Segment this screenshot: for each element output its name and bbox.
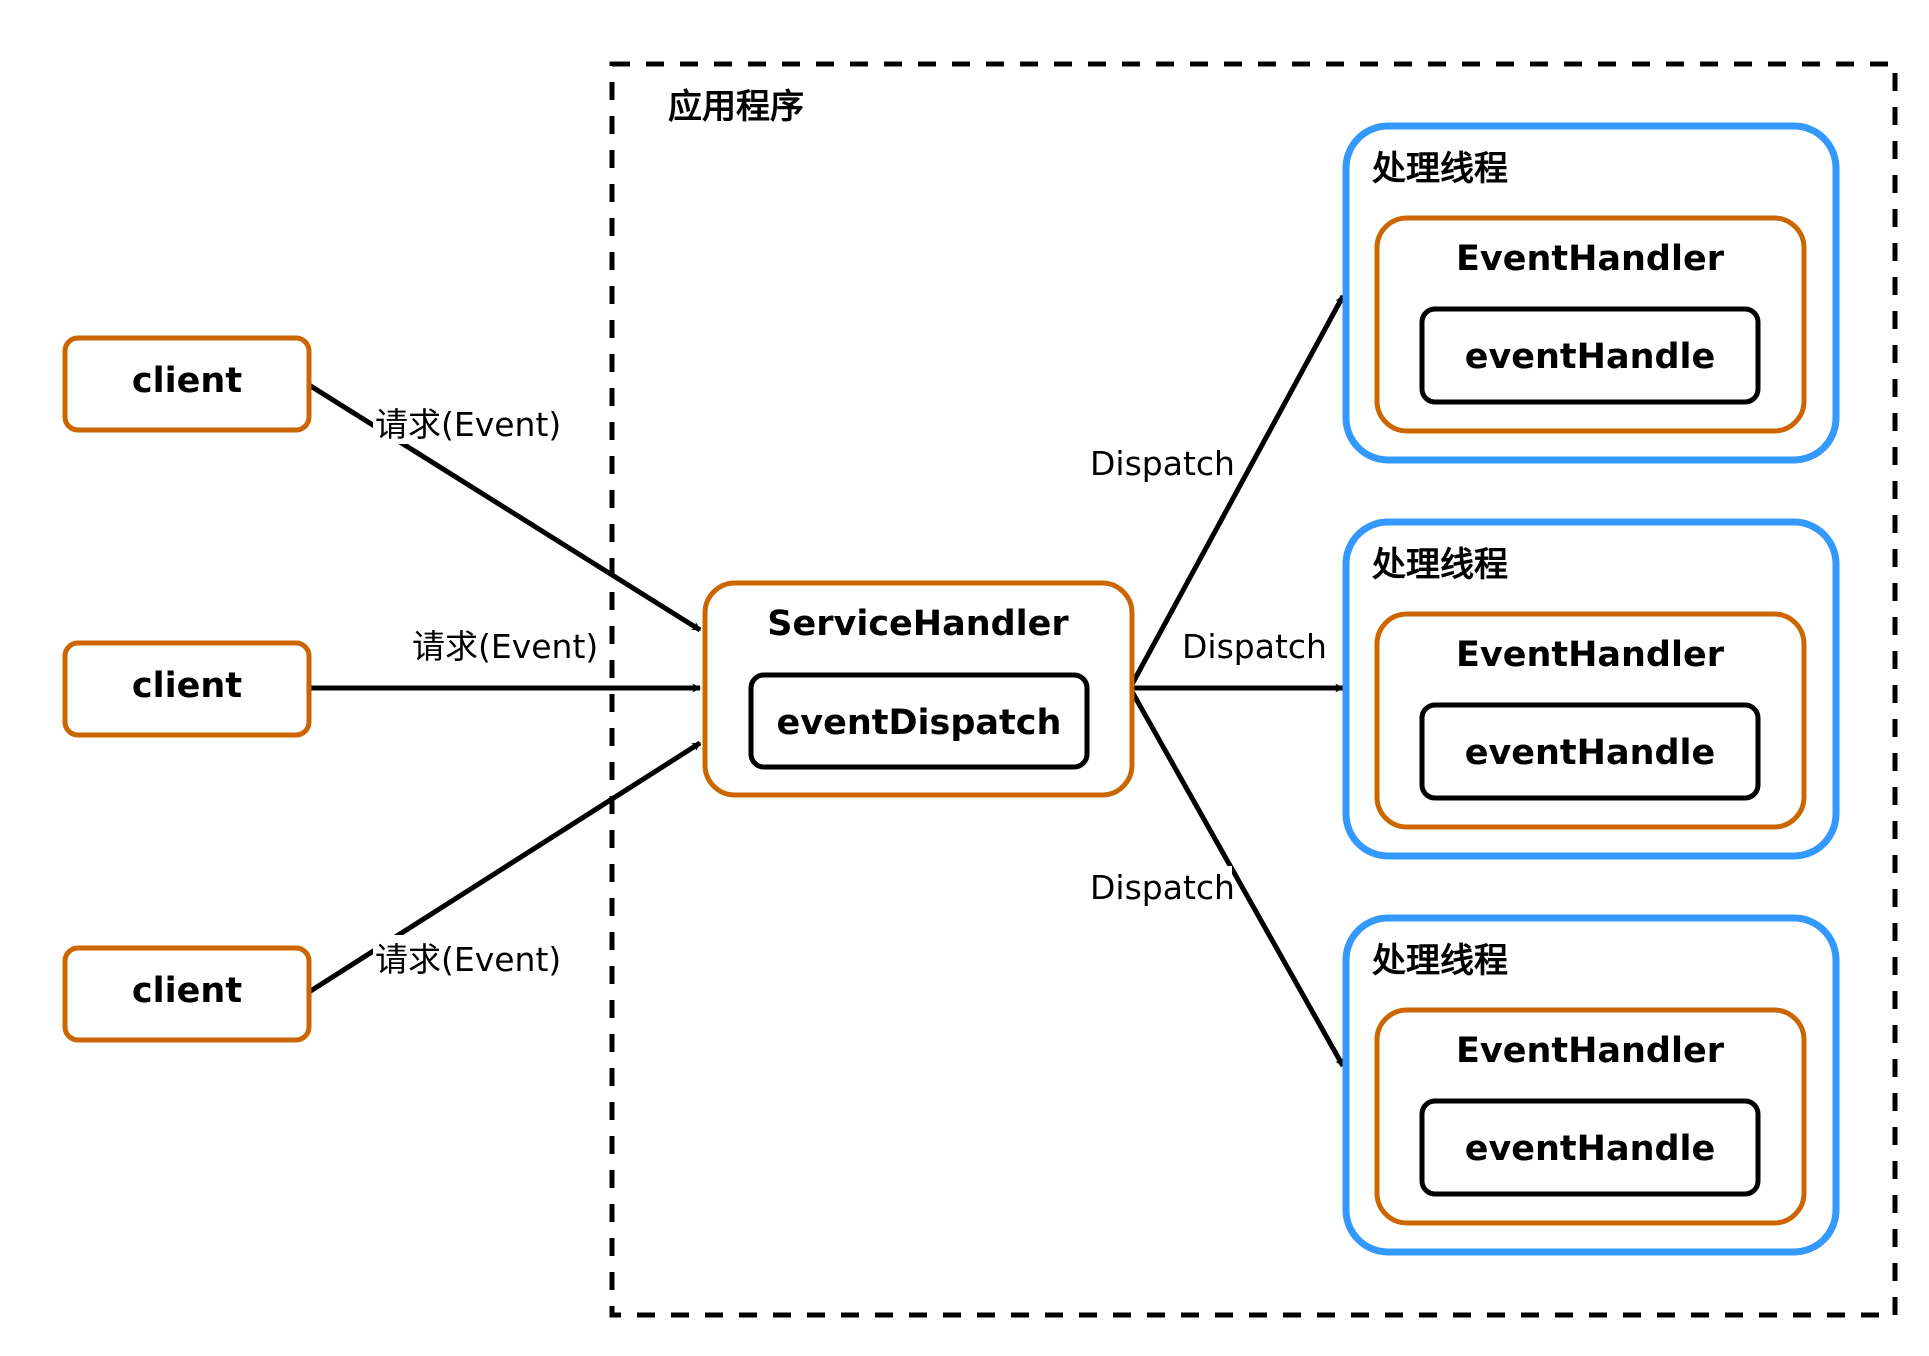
service-handler-node[interactable]: ServiceHandler eventDispatch: [702, 580, 1135, 798]
request-edge-label-bg: [410, 622, 606, 666]
event-handle-box: [1419, 702, 1761, 801]
thread-title: 处理线程: [1371, 545, 1508, 585]
request-edge-label: 请求(Event): [375, 940, 561, 979]
event-handler-title: EventHandler: [1456, 1031, 1725, 1071]
dispatch-edge-3[interactable]: Dispatch: [1088, 686, 1346, 1068]
client-box: [62, 335, 312, 433]
thread-title: 处理线程: [1371, 941, 1508, 981]
request-edge-1[interactable]: 请求(Event): [307, 382, 702, 633]
dispatch-edge-label-bg: [1180, 625, 1324, 669]
service-handler-title: ServiceHandler: [767, 604, 1069, 644]
dispatch-edge-label: Dispatch: [1182, 627, 1327, 666]
dispatch-edge-2[interactable]: Dispatch: [1130, 625, 1345, 693]
event-handle-label: eventHandle: [1465, 337, 1716, 377]
request-edge-2[interactable]: 请求(Event): [309, 622, 702, 693]
event-dispatch-label: eventDispatch: [777, 703, 1062, 743]
client-box: [62, 945, 312, 1043]
event-handle-box: [1419, 306, 1761, 405]
dispatch-edge-label-bg: [1088, 442, 1232, 486]
event-handler[interactable]: EventHandler eventHandle: [1374, 1007, 1807, 1226]
request-edge-label: 请求(Event): [375, 405, 561, 444]
event-handle-box: [1419, 1098, 1761, 1197]
event-handler[interactable]: EventHandler eventHandle: [1374, 215, 1807, 434]
processing-thread-2[interactable]: 处理线程 EventHandler eventHandle: [1342, 518, 1840, 860]
event-handle-label: eventHandle: [1465, 1129, 1716, 1169]
client-box: [62, 640, 312, 738]
event-handler-title: EventHandler: [1456, 635, 1725, 675]
client-node-2[interactable]: client: [62, 640, 312, 738]
request-edge-label: 请求(Event): [412, 627, 598, 666]
dispatch-edge-label: Dispatch: [1090, 868, 1235, 907]
dispatch-edge-line: [1127, 686, 1346, 1068]
thread-title: 处理线程: [1371, 149, 1508, 189]
client-label: client: [132, 361, 242, 401]
event-dispatch-box: [748, 672, 1090, 770]
processing-thread-1[interactable]: 处理线程 EventHandler eventHandle: [1342, 122, 1840, 464]
client-label: client: [132, 971, 242, 1011]
request-edge-3[interactable]: 请求(Event): [307, 740, 702, 995]
app-container[interactable]: 应用程序: [609, 61, 1898, 1318]
dispatch-edge-label: Dispatch: [1090, 444, 1235, 483]
event-handle-method[interactable]: eventHandle: [1419, 306, 1761, 405]
dispatch-edge-label-bg: [1088, 866, 1232, 910]
event-handle-method[interactable]: eventHandle: [1419, 702, 1761, 801]
client-node-3[interactable]: client: [62, 945, 312, 1043]
request-edge-label-bg: [373, 400, 569, 444]
dispatch-edge-line: [1127, 294, 1346, 690]
request-edge-label-bg: [373, 935, 569, 979]
app-container-title: 应用程序: [668, 87, 804, 127]
client-node-1[interactable]: client: [62, 335, 312, 433]
event-handler-title: EventHandler: [1456, 239, 1725, 279]
event-handle-label: eventHandle: [1465, 733, 1716, 773]
event-handle-method[interactable]: eventHandle: [1419, 1098, 1761, 1197]
dispatch-edge-1[interactable]: Dispatch: [1088, 294, 1346, 690]
client-label: client: [132, 666, 242, 706]
processing-thread-3[interactable]: 处理线程 EventHandler eventHandle: [1342, 914, 1840, 1256]
app-container-border: [609, 61, 1898, 1318]
event-handler[interactable]: EventHandler eventHandle: [1374, 611, 1807, 830]
event-dispatch-method[interactable]: eventDispatch: [748, 672, 1090, 770]
